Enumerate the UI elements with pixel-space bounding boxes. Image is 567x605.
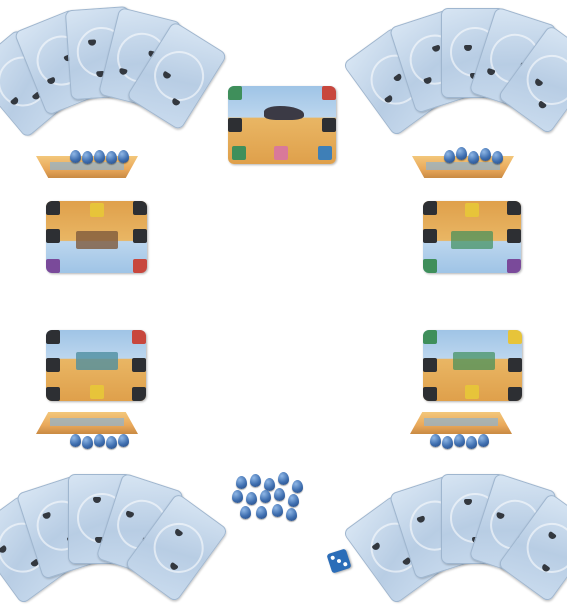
water-drop-token-icon[interactable] (250, 474, 261, 487)
player-location-tile[interactable] (423, 201, 521, 273)
water-drop-token-icon[interactable] (94, 150, 105, 163)
water-drop-token-icon[interactable] (82, 151, 93, 164)
center-location-tile[interactable] (228, 86, 336, 164)
corner-resource-icon (465, 203, 479, 217)
water-drop-token-icon[interactable] (430, 434, 441, 447)
player-location-tile[interactable] (46, 330, 146, 401)
corner-resource-icon (132, 387, 146, 401)
corner-resource-icon (228, 118, 242, 132)
corner-resource-icon (46, 229, 60, 243)
corner-resource-icon (423, 229, 437, 243)
water-drop-token-icon[interactable] (272, 504, 283, 517)
corner-resource-icon (46, 358, 60, 372)
corner-resource-icon (90, 385, 104, 399)
water-drop-token-icon[interactable] (292, 480, 303, 493)
water-drop-token-icon[interactable] (274, 488, 285, 501)
corner-resource-icon (46, 387, 60, 401)
corner-resource-icon (507, 259, 521, 273)
water-drop-token-icon[interactable] (468, 151, 479, 164)
corner-resource-icon (423, 201, 437, 215)
player-boat[interactable] (412, 156, 514, 178)
boat-deck (50, 418, 124, 426)
corner-resource-icon (423, 358, 437, 372)
water-drop-token-icon[interactable] (70, 434, 81, 447)
die-pip (330, 555, 336, 561)
camp-illustration (76, 231, 118, 249)
corner-resource-icon (46, 330, 60, 344)
corner-resource-icon (508, 387, 522, 401)
corner-resource-icon (132, 358, 146, 372)
water-drop-token-icon[interactable] (288, 494, 299, 507)
water-supply[interactable] (228, 470, 318, 525)
corner-resource-icon (133, 201, 147, 215)
corner-resource-icon (232, 146, 246, 160)
camp-illustration (453, 352, 495, 370)
player-location-tile[interactable] (46, 201, 147, 273)
water-drop-token-icon[interactable] (106, 436, 117, 449)
water-drop-token-icon[interactable] (466, 436, 477, 449)
water-drop-token-icon[interactable] (256, 506, 267, 519)
corner-resource-icon (228, 86, 242, 100)
die-pip (336, 558, 342, 564)
water-drop-token-icon[interactable] (278, 472, 289, 485)
die-pip (342, 561, 348, 567)
water-drop-token-icon[interactable] (236, 476, 247, 489)
boat-deck (50, 162, 124, 170)
boat-deck (426, 162, 500, 170)
corner-resource-icon (507, 229, 521, 243)
player-boat[interactable] (36, 412, 138, 434)
corner-resource-icon (46, 259, 60, 273)
corner-resource-icon (322, 86, 336, 100)
water-drop-token-icon[interactable] (456, 147, 467, 160)
player-boat[interactable] (410, 412, 512, 434)
corner-resource-icon (133, 259, 147, 273)
water-drop-token-icon[interactable] (286, 508, 297, 521)
corner-resource-icon (46, 201, 60, 215)
hand-bottom-left[interactable] (0, 462, 229, 605)
water-drop-token-icon[interactable] (260, 490, 271, 503)
water-drop-token-icon[interactable] (478, 434, 489, 447)
corner-resource-icon (423, 259, 437, 273)
player-location-tile[interactable] (423, 330, 522, 401)
water-drop-token-icon[interactable] (70, 150, 81, 163)
corner-resource-icon (423, 387, 437, 401)
water-drop-token-icon[interactable] (94, 434, 105, 447)
camp-illustration (76, 352, 118, 370)
hand-bottom-right[interactable] (342, 462, 567, 605)
boat-deck (424, 418, 498, 426)
corner-resource-icon (508, 358, 522, 372)
hand-top-right[interactable] (342, 0, 567, 137)
water-drop-token-icon[interactable] (118, 150, 129, 163)
corner-resource-icon (132, 330, 146, 344)
corner-resource-icon (133, 229, 147, 243)
water-drop-token-icon[interactable] (240, 506, 251, 519)
corner-resource-icon (274, 146, 288, 160)
water-drop-token-icon[interactable] (106, 151, 117, 164)
water-drop-token-icon[interactable] (118, 434, 129, 447)
corner-resource-icon (507, 201, 521, 215)
water-drop-token-icon[interactable] (246, 492, 257, 505)
corner-resource-icon (322, 118, 336, 132)
corner-resource-icon (423, 330, 437, 344)
water-drop-token-icon[interactable] (232, 490, 243, 503)
corner-resource-icon (508, 330, 522, 344)
water-drop-token-icon[interactable] (82, 436, 93, 449)
corner-resource-icon (318, 146, 332, 160)
camp-illustration (451, 231, 493, 249)
hand-top-left[interactable] (0, 0, 228, 139)
water-drop-token-icon[interactable] (444, 150, 455, 163)
wreck-illustration (264, 106, 304, 120)
corner-resource-icon (465, 385, 479, 399)
water-drop-token-icon[interactable] (264, 478, 275, 491)
water-drop-token-icon[interactable] (454, 434, 465, 447)
water-drop-token-icon[interactable] (480, 148, 491, 161)
water-drop-token-icon[interactable] (442, 436, 453, 449)
corner-resource-icon (90, 203, 104, 217)
die-icon[interactable] (326, 548, 352, 574)
water-drop-token-icon[interactable] (492, 151, 503, 164)
